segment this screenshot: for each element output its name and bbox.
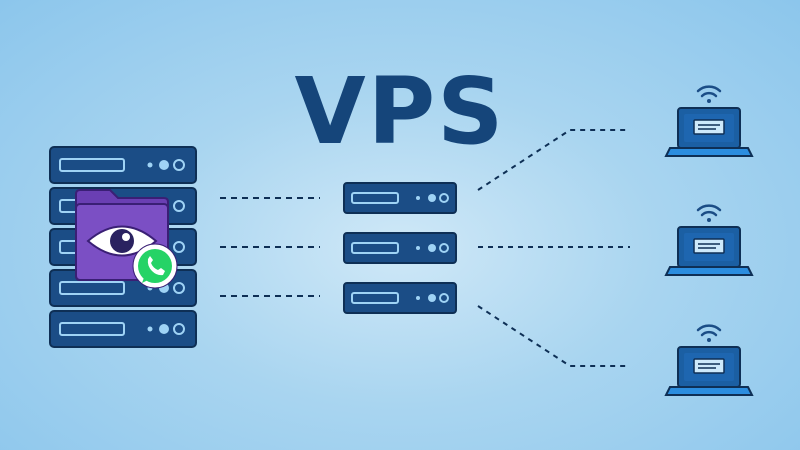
whatsapp-icon bbox=[132, 243, 178, 289]
laptop-icon bbox=[664, 204, 754, 277]
laptop-connections bbox=[477, 129, 630, 367]
laptop-icon bbox=[664, 324, 754, 397]
vps-server-icon bbox=[343, 232, 457, 264]
laptop-icon bbox=[664, 85, 754, 158]
vps-server-icon bbox=[343, 182, 457, 214]
vps-title: VPS bbox=[294, 58, 506, 165]
rack-connections bbox=[220, 197, 320, 297]
vps-server-icon bbox=[343, 282, 457, 314]
